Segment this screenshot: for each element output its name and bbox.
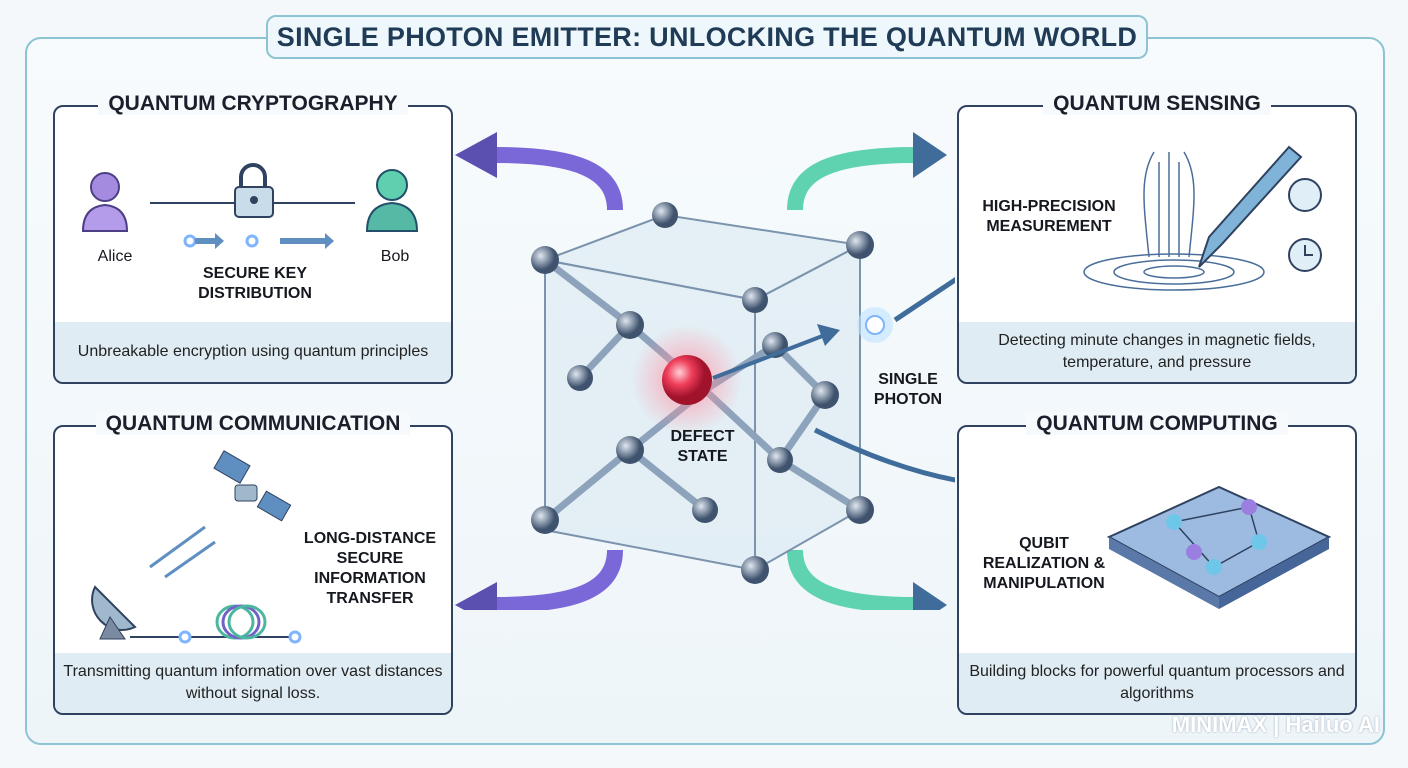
qubit-icon <box>1166 514 1182 530</box>
alice-icon <box>81 172 129 232</box>
qubit-icon <box>1206 559 1222 575</box>
alice-label: Alice <box>97 248 133 265</box>
crypto-illustration <box>81 163 419 249</box>
arrow-to-cryptography <box>494 147 623 211</box>
crystal-lattice <box>455 132 955 610</box>
signal-beams <box>149 525 216 579</box>
arrow-to-sensing <box>787 147 916 211</box>
defect-state-label: DEFECT STATE <box>670 428 735 465</box>
qubit-icon <box>1241 499 1257 515</box>
field-lines-icon <box>1083 151 1265 291</box>
panel-communication: LONG-DISTANCE SECURE INFORMATION TRANSFE… <box>53 425 453 715</box>
qubit-icon <box>1251 534 1267 550</box>
arrow-to-computing <box>787 549 916 610</box>
arrow-to-qubit <box>813 427 955 483</box>
atoms <box>531 202 874 584</box>
lock-icon <box>234 163 274 218</box>
computing-title: QUANTUM COMPUTING <box>957 412 1357 436</box>
sensing-caption: Detecting minute changes in magnetic fie… <box>959 322 1355 382</box>
communication-illustration <box>91 450 302 644</box>
defect-atom <box>662 355 712 405</box>
chip-illustration <box>1106 485 1332 609</box>
secure-key-label: SECURE KEY DISTRIBUTION <box>198 265 312 302</box>
qubit-label: QUBIT REALIZATION & MANIPULATION <box>982 535 1106 592</box>
clock-icon <box>1288 238 1322 272</box>
photon-arrows <box>183 233 334 249</box>
communication-caption: Transmitting quantum information over va… <box>55 653 451 713</box>
emission-arrow <box>712 333 826 380</box>
high-precision-label: HIGH-PRECISION MEASUREMENT <box>982 198 1116 235</box>
bob-label: Bob <box>380 248 410 265</box>
satellite-icon <box>213 450 292 522</box>
photon-icon <box>865 315 885 335</box>
sensing-title: QUANTUM SENSING <box>957 92 1357 116</box>
bob-icon <box>365 169 419 232</box>
panel-cryptography: Alice Bob SECURE KEY DISTRIBUTION Unbrea… <box>53 105 453 384</box>
page-title: SINGLE PHOTON EMITTER: UNLOCKING THE QUA… <box>266 15 1148 59</box>
panel-computing: QUBIT REALIZATION & MANIPULATION Buildin… <box>957 425 1357 715</box>
arrow-to-communication <box>494 549 623 610</box>
fiber-coil-icon <box>215 604 267 640</box>
qubit-icon <box>1186 544 1202 560</box>
communication-title: QUANTUM COMMUNICATION <box>53 412 453 436</box>
single-photon-label: SINGLE PHOTON <box>873 371 943 408</box>
computing-caption: Building blocks for powerful quantum pro… <box>959 653 1355 713</box>
dish-icon <box>91 585 137 640</box>
panel-sensing: HIGH-PRECISION MEASUREMENT Detecting min… <box>957 105 1357 384</box>
long-distance-label: LONG-DISTANCE SECURE INFORMATION TRANSFE… <box>303 530 437 607</box>
watermark: MINIMAX | Hailuo AI <box>1171 712 1380 737</box>
sensing-illustration <box>1083 145 1322 291</box>
cryptography-caption: Unbreakable encryption using quantum pri… <box>55 322 451 382</box>
probe-icon <box>1198 145 1303 268</box>
compass-icon <box>1288 178 1322 212</box>
cryptography-title: QUANTUM CRYPTOGRAPHY <box>53 92 453 116</box>
